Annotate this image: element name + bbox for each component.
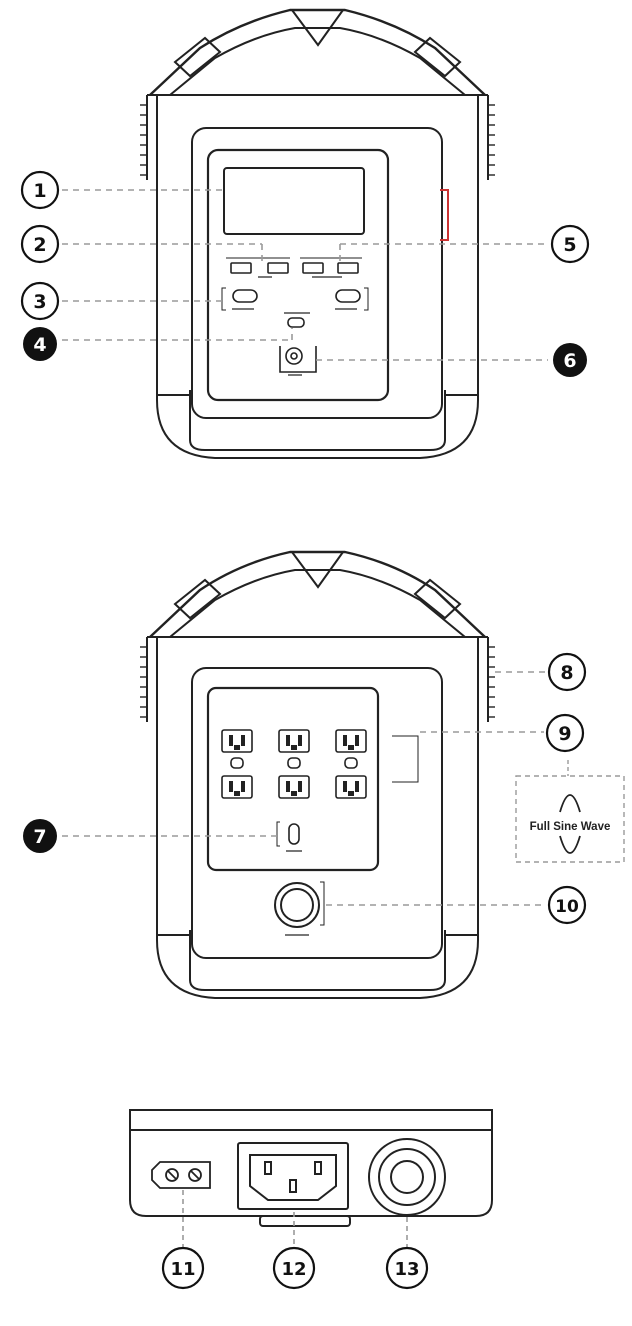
callout-8: 8: [547, 652, 587, 692]
back-view: [140, 550, 495, 999]
svg-text:9: 9: [558, 723, 571, 745]
outlet-indicators: [230, 757, 358, 769]
usb-a-ports: [230, 262, 359, 274]
callout-9: 9: [545, 713, 585, 753]
svg-text:3: 3: [33, 291, 46, 313]
svg-text:10: 10: [555, 897, 579, 917]
svg-text:1: 1: [33, 180, 46, 202]
svg-text:2: 2: [33, 234, 46, 256]
svg-text:12: 12: [281, 1259, 306, 1280]
xt60-port: [151, 1161, 211, 1189]
back-leader-lines: [62, 671, 546, 906]
callout-11: 11: [161, 1246, 205, 1290]
svg-text:6: 6: [563, 350, 576, 372]
front-view: [140, 8, 495, 459]
usb-c-ports: [232, 289, 361, 303]
usb-c-back: [286, 823, 302, 852]
bottom-leader-lines: [182, 1190, 408, 1247]
side-view: [129, 1109, 493, 1227]
svg-text:4: 4: [33, 334, 46, 356]
iec-inlet: [237, 1142, 349, 1210]
callout-5: 5: [550, 224, 590, 264]
port-bracket-lines: [221, 257, 369, 311]
svg-text:5: 5: [563, 234, 576, 256]
callout-3: 3: [20, 281, 60, 321]
callout-6: 6: [553, 343, 587, 377]
callout-12: 12: [272, 1246, 316, 1290]
ac-input-dial: [274, 882, 320, 936]
dc-input-port: [368, 1138, 446, 1216]
callout-1: 1: [20, 170, 60, 210]
svg-text:13: 13: [394, 1259, 419, 1280]
callout-7: 7: [23, 819, 57, 853]
sine-wave-badge: Full Sine Wave: [515, 760, 625, 863]
tiny-port-labels: [232, 276, 357, 376]
callout-13: 13: [385, 1246, 429, 1290]
callout-10: 10: [547, 885, 587, 925]
front-leader-lines: [62, 189, 548, 361]
svg-text:11: 11: [170, 1259, 195, 1280]
svg-text:8: 8: [560, 662, 573, 684]
callout-2: 2: [20, 224, 60, 264]
back-bracket-lines: [276, 735, 419, 926]
car-port: [287, 317, 305, 328]
svg-text:7: 7: [33, 826, 46, 848]
power-button-front: [279, 346, 317, 373]
callout-4: 4: [23, 327, 57, 361]
sine-wave-label: Full Sine Wave: [530, 821, 611, 833]
